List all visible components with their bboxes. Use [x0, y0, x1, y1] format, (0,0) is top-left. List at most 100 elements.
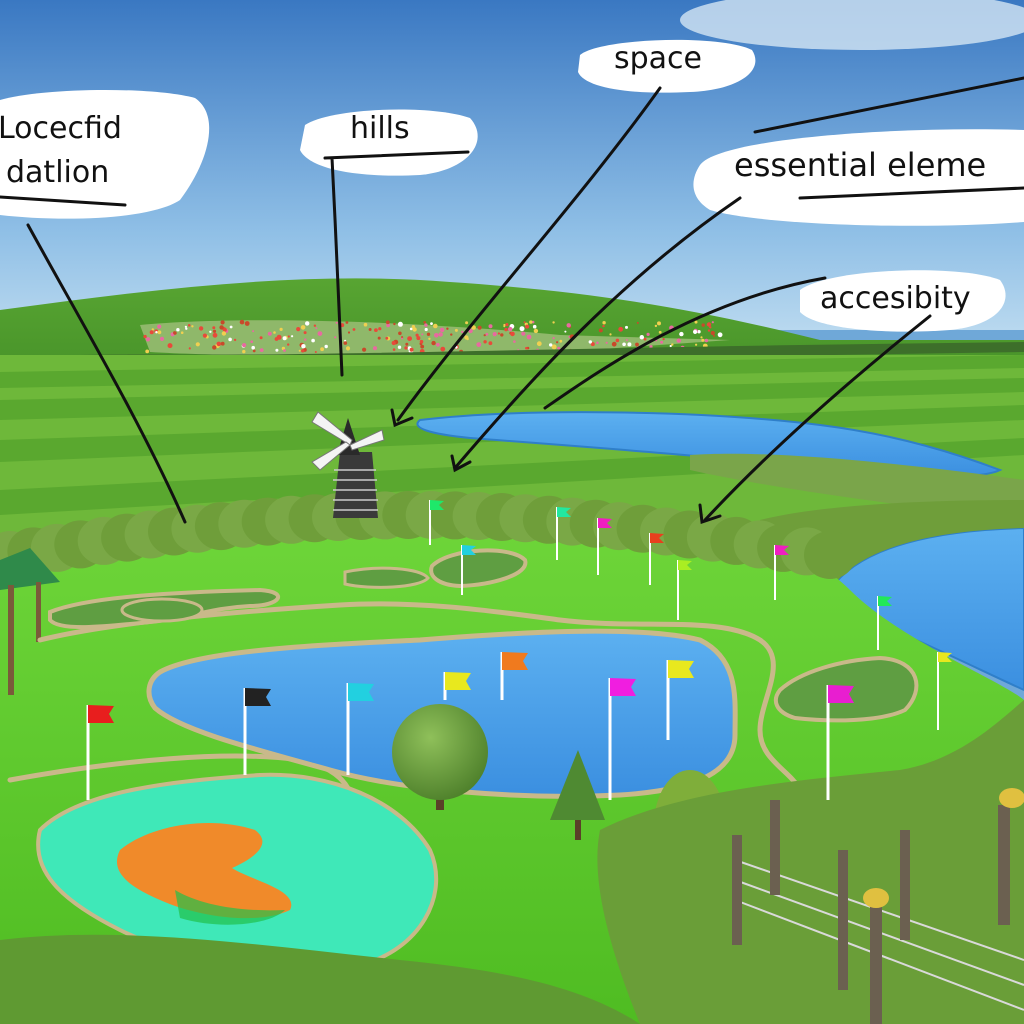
flower-dot: [244, 321, 250, 326]
callout-cloud-space: [578, 39, 756, 93]
flower-dot: [317, 331, 323, 336]
flower-dot: [188, 347, 191, 350]
flower-dot: [212, 332, 218, 338]
flower-dot: [662, 338, 665, 341]
flower-dot: [287, 343, 290, 346]
flower-dot: [398, 331, 402, 336]
flower-dot: [504, 327, 508, 332]
flower-dot: [363, 322, 368, 327]
flower-dot: [195, 342, 200, 347]
flower-dot: [707, 329, 711, 332]
flower-dot: [157, 324, 162, 329]
flower-dot: [324, 344, 328, 349]
flower-dot: [552, 321, 555, 324]
flower-dot: [622, 342, 626, 347]
flower-dot: [440, 346, 446, 352]
flower-dot: [300, 325, 306, 330]
conifer-tree: [550, 750, 605, 840]
flower-dot: [529, 320, 533, 324]
golf-flag: [597, 518, 612, 575]
flower-dot: [596, 341, 599, 345]
flower-dot: [343, 341, 348, 345]
flower-dot: [279, 327, 283, 331]
flower-dot: [305, 321, 310, 326]
flower-dot: [695, 343, 698, 346]
flower-dot: [431, 340, 436, 346]
golf-flag: [461, 545, 476, 595]
flower-dot: [700, 336, 703, 339]
flower-dot: [143, 334, 147, 339]
flower-dot: [519, 326, 525, 332]
flower-dot: [464, 335, 469, 340]
flower-dot: [485, 332, 489, 336]
flower-dot: [525, 324, 530, 329]
flower-dot: [438, 332, 443, 337]
flower-dot: [564, 330, 567, 333]
flower-dot: [559, 339, 563, 343]
flower-dot: [694, 320, 698, 324]
flower-dot: [523, 321, 526, 324]
flower-dot: [476, 342, 482, 347]
flower-dot: [454, 328, 458, 332]
golf-flag: [666, 660, 694, 740]
golf-flag: [649, 533, 664, 585]
flower-dot: [229, 325, 233, 329]
flower-dot: [291, 335, 294, 338]
flower-dot: [352, 328, 356, 331]
flower-dot: [187, 324, 191, 327]
flower-dot: [598, 328, 603, 333]
flower-dot: [697, 330, 701, 334]
golf-flag: [500, 652, 528, 700]
flower-dot: [508, 326, 513, 332]
flower-dot: [488, 341, 493, 346]
flower-dot: [267, 331, 272, 336]
flower-dot: [252, 349, 256, 353]
round-tree: [392, 704, 488, 810]
flower-dot: [701, 323, 705, 327]
flower-dot: [378, 327, 382, 331]
flower-dot: [557, 346, 561, 350]
flower-dot: [259, 348, 264, 352]
flower-dot: [434, 333, 439, 338]
flower-dot: [605, 341, 608, 344]
pointer-space-arrow: [390, 408, 414, 428]
golf-flag: [877, 596, 892, 650]
flower-dot: [212, 329, 217, 333]
flower-dot: [513, 340, 516, 343]
golf-flags: [86, 500, 952, 800]
flower-dot: [635, 342, 639, 347]
front-hedge-left: [0, 934, 640, 1024]
pointer-accessibility-arrow: [698, 503, 722, 525]
flower-dot: [202, 333, 207, 338]
callout-text-location-line1: Locecfid: [0, 111, 122, 146]
flower-dot: [252, 330, 255, 333]
flower-dot: [198, 326, 204, 331]
flower-dot: [446, 327, 449, 330]
flower-dot: [615, 338, 620, 343]
flower-dot: [549, 343, 553, 347]
flower-dot: [304, 338, 307, 341]
flower-dot: [590, 342, 595, 347]
flower-dot: [276, 334, 282, 340]
flower-dot: [145, 337, 151, 342]
pointer-hills: [323, 150, 470, 377]
flower-dot: [611, 341, 617, 347]
flower-dot: [693, 329, 698, 334]
flower-dot: [301, 344, 306, 349]
flower-dot: [657, 321, 661, 326]
flower-dot: [497, 332, 500, 335]
golf-flag: [556, 507, 571, 560]
callout-text-accessibility: accesibity: [820, 281, 971, 316]
golf-flag: [243, 688, 271, 775]
flower-dot: [151, 328, 154, 331]
flower-dot: [713, 334, 715, 337]
flower-dot: [391, 340, 396, 346]
pointer-essential-arrow: [450, 454, 472, 473]
flower-dot: [209, 330, 212, 333]
flower-dot: [167, 343, 173, 349]
flower-dot: [222, 327, 227, 332]
flower-dot: [556, 341, 559, 344]
callout-labels: Locecfid datlion hills space essential e…: [0, 41, 986, 316]
flower-dot: [314, 351, 317, 353]
